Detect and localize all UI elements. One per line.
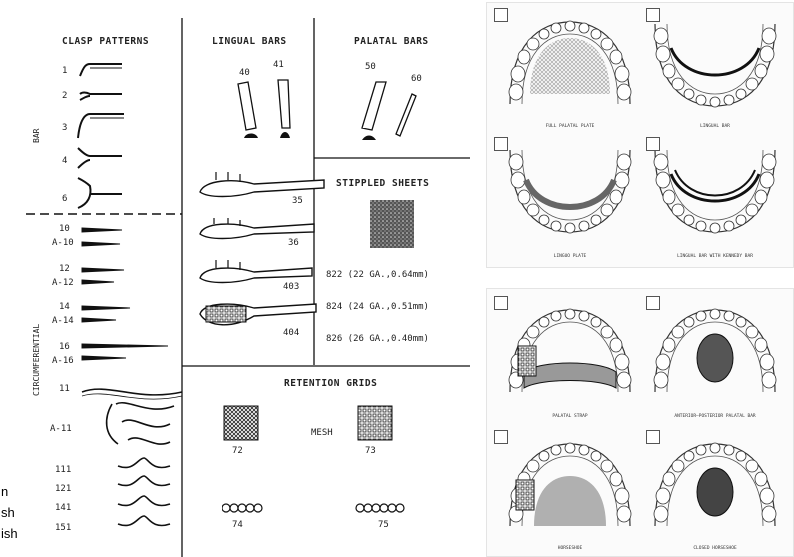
design-caption: LINGUO PLATE (554, 254, 587, 259)
design-drawing-lingual-bar (645, 8, 785, 120)
design-caption: LINGUAL BAR (700, 124, 730, 129)
header-lingual-bars: LINGUAL BARS (212, 36, 287, 47)
bar-section-drawings (216, 76, 456, 146)
design-caption: FULL PALATAL PLATE (546, 124, 595, 129)
palatal-bar-number: 50 (365, 62, 376, 72)
clasp-number: 14 (59, 302, 70, 312)
clasp-number: 11 (59, 384, 70, 394)
stippled-sheet-sample (370, 200, 414, 248)
design-checkbox-palatal-strap[interactable] (494, 296, 508, 310)
design-caption: LINGUAL BAR WITH KENNEDY BAR (677, 254, 753, 259)
clasp-number: 2 (62, 91, 67, 101)
clasp-number: 121 (55, 484, 71, 494)
clasp-number: A-16 (52, 356, 74, 366)
clasp-number: 1 (62, 66, 67, 76)
retention-grid-drawings (222, 398, 462, 528)
clasp-catalog-sheet: CLASP PATTERNS LINGUAL BARS PALATAL BARS… (26, 0, 470, 557)
header-clasp-patterns: CLASP PATTERNS (62, 36, 149, 47)
clasp-number: A-14 (52, 316, 74, 326)
design-drawing-palatal-strap (500, 292, 640, 412)
lingual-connector-drawings (194, 168, 334, 358)
clasp-number: 6 (62, 194, 67, 204)
design-drawing-linguo-plate (500, 134, 640, 246)
grid-number: 73 (365, 446, 376, 456)
design-checkbox-closed-horseshoe[interactable] (646, 430, 660, 444)
design-caption: CLOSED HORSESHOE (693, 546, 736, 551)
stippled-size: 824 (24 GA.,0.51mm) (326, 302, 429, 312)
design-drawing-horseshoe (500, 426, 640, 546)
side-label-circumferential: CIRCUMFERENTIAL (32, 324, 41, 396)
design-checkbox-anterior-posterior-bar[interactable] (646, 296, 660, 310)
clasp-number: 4 (62, 156, 67, 166)
design-drawing-full-palatal-plate (500, 8, 640, 120)
grid-number: 72 (232, 446, 243, 456)
lingual-connector-number: 403 (283, 282, 299, 292)
clasp-number: A-11 (50, 424, 72, 434)
stippled-size: 826 (26 GA.,0.40mm) (326, 334, 429, 344)
clasp-number: 3 (62, 123, 67, 133)
lingual-connector-number: 404 (283, 328, 299, 338)
lingual-connector-number: 35 (292, 196, 303, 206)
design-caption: PALATAL STRAP (552, 414, 587, 419)
design-drawing-closed-horseshoe (645, 426, 785, 546)
bar-clasp-drawings (76, 58, 146, 213)
text-fragment-line: sh (1, 505, 15, 520)
clasp-number: A-10 (52, 238, 74, 248)
stippled-size: 822 (22 GA.,0.64mm) (326, 270, 429, 280)
lingual-connector-number: 36 (288, 238, 299, 248)
design-checkbox-linguo-plate[interactable] (494, 137, 508, 151)
clasp-number: 16 (59, 342, 70, 352)
clasp-number: 12 (59, 264, 70, 274)
circumferential-clasp-drawings (78, 222, 188, 542)
lingual-bar-number: 41 (273, 60, 284, 70)
clasp-number: 10 (59, 224, 70, 234)
design-checkbox-horseshoe[interactable] (494, 430, 508, 444)
side-label-bar: BAR (32, 129, 41, 143)
clasp-number: 151 (55, 523, 71, 533)
text-fragment-line: n (1, 484, 8, 499)
text-fragment-line: ish (1, 526, 18, 541)
design-drawing-anterior-posterior-bar (645, 292, 785, 412)
design-checkbox-lingual-bar[interactable] (646, 8, 660, 22)
mesh-label: MESH (311, 428, 333, 438)
grid-number: 75 (378, 520, 389, 530)
design-drawing-lingual-bar-kennedy (645, 134, 785, 246)
clasp-number: 141 (55, 503, 71, 513)
header-retention-grids: RETENTION GRIDS (284, 378, 377, 389)
header-stippled-sheets: STIPPLED SHEETS (336, 178, 429, 189)
design-checkbox-full-palatal-plate[interactable] (494, 8, 508, 22)
clasp-number: A-12 (52, 278, 74, 288)
header-palatal-bars: PALATAL BARS (354, 36, 429, 47)
clasp-number: 111 (55, 465, 71, 475)
design-caption: HORSESHOE (558, 546, 582, 551)
grid-number: 74 (232, 520, 243, 530)
design-checkbox-lingual-bar-kennedy[interactable] (646, 137, 660, 151)
design-caption: ANTERIOR—POSTERIOR PALATAL BAR (674, 414, 755, 419)
